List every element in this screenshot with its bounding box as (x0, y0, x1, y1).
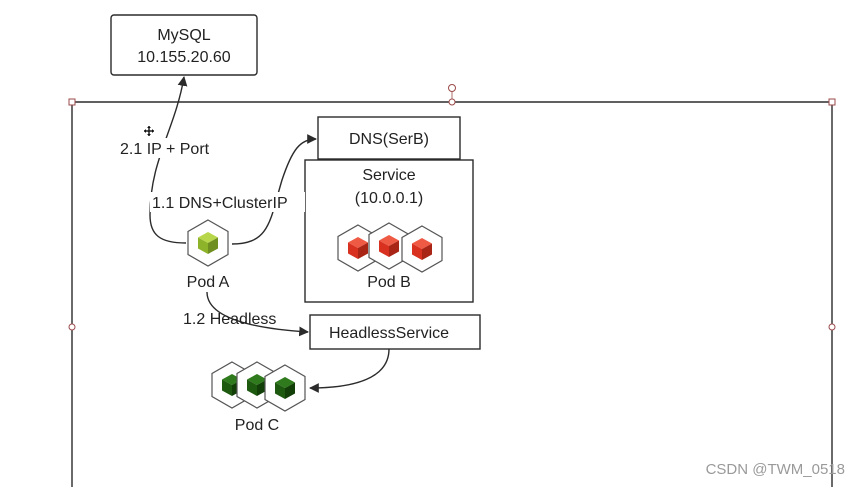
resize-handle-top-left[interactable] (68, 98, 76, 106)
watermark: CSDN @TWM_0518 (706, 461, 845, 478)
service-ip: (10.0.0.1) (355, 190, 423, 207)
edge-pod-a-to-headless[interactable] (206, 291, 309, 337)
pod-c-label: Pod C (235, 417, 279, 434)
pod-b-icon-3 (401, 225, 443, 273)
pod-c-group[interactable] (211, 361, 306, 412)
dns-node[interactable]: DNS(SerB) (317, 116, 461, 160)
mysql-ip: 10.155.20.60 (137, 49, 231, 66)
resize-handle-right[interactable] (828, 323, 836, 331)
edge-label-dns-clusterip: 1.1 DNS+ClusterIP (152, 195, 288, 212)
pod-a-icon[interactable] (187, 219, 229, 267)
pod-b-group[interactable] (337, 222, 443, 273)
edge-label-headless: 1.2 Headless (183, 311, 276, 328)
rotate-handle[interactable] (448, 84, 456, 92)
pod-c-icon-3 (264, 364, 306, 412)
headless-service-node[interactable]: HeadlessService (309, 314, 481, 350)
dns-label: DNS(SerB) (349, 131, 429, 148)
mysql-title: MySQL (157, 27, 210, 44)
headless-service-label: HeadlessService (329, 325, 449, 342)
pod-b-icon-1 (337, 224, 379, 272)
resize-handle-top[interactable] (448, 98, 456, 106)
pod-b-label: Pod B (367, 274, 411, 291)
resize-handle-top-right[interactable] (828, 98, 836, 106)
pod-a-label: Pod A (187, 274, 230, 291)
edge-headless-to-pod-c[interactable] (309, 348, 390, 393)
resize-handle-left[interactable] (68, 323, 76, 331)
move-cursor-icon (144, 126, 154, 136)
selection-handles[interactable] (68, 84, 836, 331)
edge-pod-a-to-dns[interactable] (231, 134, 317, 245)
edge-label-ip-port: 2.1 IP + Port (120, 141, 210, 158)
service-title: Service (362, 167, 415, 184)
mysql-node[interactable]: MySQL 10.155.20.60 (110, 14, 258, 76)
